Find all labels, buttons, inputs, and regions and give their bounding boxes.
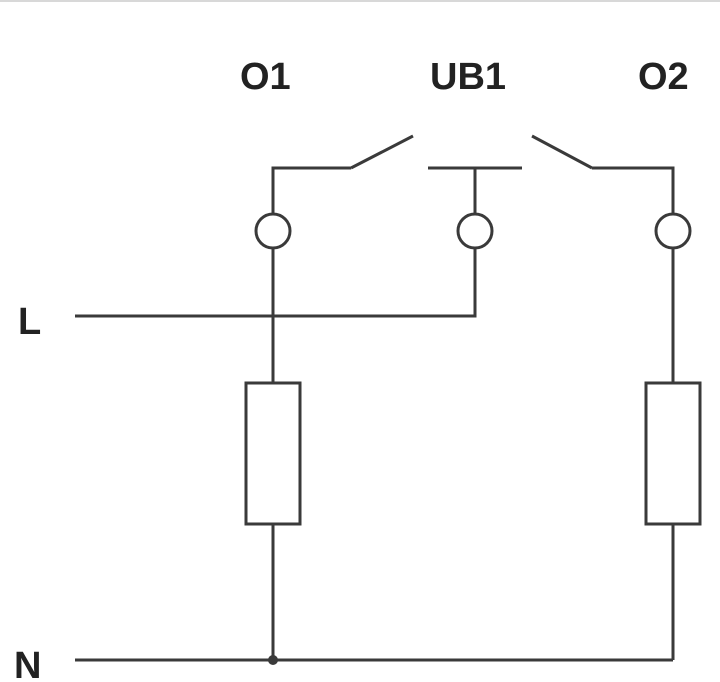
- label-o1: O1: [240, 56, 291, 98]
- switch-o1: [271, 134, 414, 213]
- switch-o1-wire: [271, 166, 351, 213]
- switch-o2-blade: [531, 134, 593, 170]
- switch-o1-blade: [350, 134, 414, 170]
- label-l: L: [18, 301, 41, 343]
- common-contact-ub1: [428, 166, 522, 213]
- label-ub1: UB1: [430, 56, 506, 98]
- switch-o2-wire: [592, 166, 675, 213]
- label-n: N: [14, 645, 41, 682]
- neutral-junction-dot: [268, 655, 278, 665]
- switch-o2: [531, 134, 675, 213]
- terminal-o2: [654, 212, 692, 250]
- label-o2: O2: [638, 56, 689, 98]
- load-o1: [244, 381, 302, 526]
- load-o2: [644, 381, 702, 526]
- terminal-o1: [254, 212, 292, 250]
- terminal-ub1: [456, 212, 494, 250]
- line-wire: [75, 249, 477, 318]
